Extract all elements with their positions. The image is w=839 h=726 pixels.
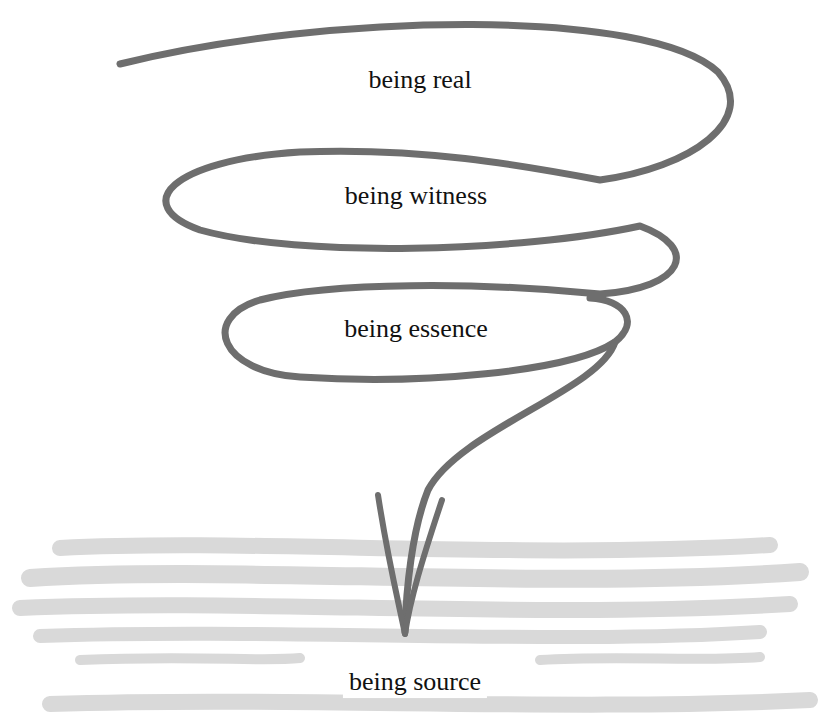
arrow-barb	[405, 500, 442, 634]
water-stroke	[80, 658, 300, 660]
water-stroke	[40, 632, 760, 637]
spiral-tail	[405, 342, 615, 632]
spiral-path	[120, 24, 731, 379]
spiral-ribbon	[120, 24, 731, 634]
water-stroke	[540, 657, 760, 660]
spiral-label: being real	[362, 64, 477, 96]
water-stroke	[50, 700, 810, 705]
spiral-label: being source	[343, 666, 487, 698]
spiral-label: being witness	[339, 180, 493, 212]
spiral-label: being essence	[338, 313, 494, 345]
arrow-barb	[378, 495, 405, 634]
water-strokes	[20, 545, 810, 705]
